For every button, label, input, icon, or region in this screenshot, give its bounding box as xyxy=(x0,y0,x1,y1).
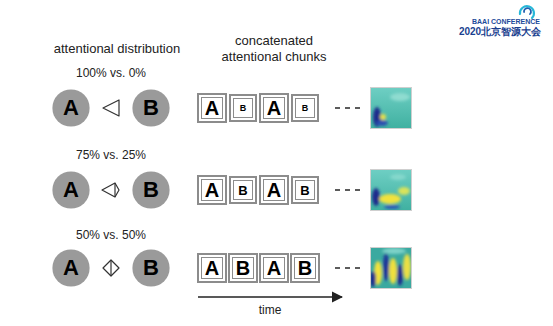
heatmap xyxy=(370,87,412,129)
attentional-chunk: B xyxy=(229,94,257,122)
circle-fill xyxy=(52,171,89,208)
row-label: 100% vs. 0% xyxy=(76,66,146,80)
time-arrow xyxy=(198,296,342,297)
attentional-chunk: A xyxy=(259,253,289,283)
attention-circle: A xyxy=(52,249,90,287)
row-label: 75% vs. 25% xyxy=(76,148,146,162)
circle-fill xyxy=(132,171,169,208)
chunk-letter: A xyxy=(267,258,281,278)
logo-text: BAAI CONFERENCE xyxy=(472,18,540,26)
circle-letter: B xyxy=(143,179,159,201)
circle-letter: A xyxy=(63,97,79,119)
column-header: concatenated attentional chunks xyxy=(212,33,337,64)
circle-fill xyxy=(52,249,89,286)
circle-letter: B xyxy=(143,257,159,279)
attentional-chunk: A xyxy=(259,175,289,205)
heatmap xyxy=(370,169,412,211)
circle-letter: A xyxy=(63,257,79,279)
chunk-letter: A xyxy=(205,180,219,200)
attentional-chunk: B xyxy=(291,94,319,122)
circle-fill xyxy=(132,249,169,286)
chunk-letter: B xyxy=(236,258,250,278)
circle-fill xyxy=(52,89,89,126)
logo-icon xyxy=(520,6,534,18)
attention-circle: B xyxy=(132,171,170,209)
circle-letter: B xyxy=(143,97,159,119)
chunk-letter: B xyxy=(300,184,309,197)
attentional-chunk: A xyxy=(197,253,227,283)
chunk-letter: B xyxy=(240,104,247,113)
attention-circle: A xyxy=(52,171,90,209)
attention-circle: B xyxy=(132,249,170,287)
continuation-dashes xyxy=(335,108,360,268)
attentional-chunk: A xyxy=(259,93,289,123)
row-label: 50% vs. 50% xyxy=(76,228,146,242)
column-header: attentional distribution xyxy=(54,41,180,57)
attention-pointer xyxy=(102,100,119,276)
attentional-chunk: B xyxy=(228,253,258,283)
attention-circle: A xyxy=(52,89,90,127)
chunk-letter: B xyxy=(298,258,312,278)
attentional-chunk: B xyxy=(291,176,319,204)
chunk-letter: A xyxy=(267,180,281,200)
chunk-letter: A xyxy=(205,98,219,118)
chunk-letter: A xyxy=(267,98,281,118)
circle-fill xyxy=(132,89,169,126)
attention-circle: B xyxy=(132,89,170,127)
logo-text: 2020北京智源大会 xyxy=(459,26,541,38)
chunk-letter: A xyxy=(205,258,219,278)
attentional-chunk: A xyxy=(197,175,227,205)
axis-label: time xyxy=(259,303,282,317)
attentional-chunk: A xyxy=(197,93,227,123)
attentional-chunk: B xyxy=(229,176,257,204)
circle-letter: A xyxy=(63,179,79,201)
heatmap xyxy=(370,247,412,289)
attentional-chunk: B xyxy=(290,253,320,283)
chunk-letter: B xyxy=(238,184,247,197)
chunk-letter: B xyxy=(302,104,309,113)
